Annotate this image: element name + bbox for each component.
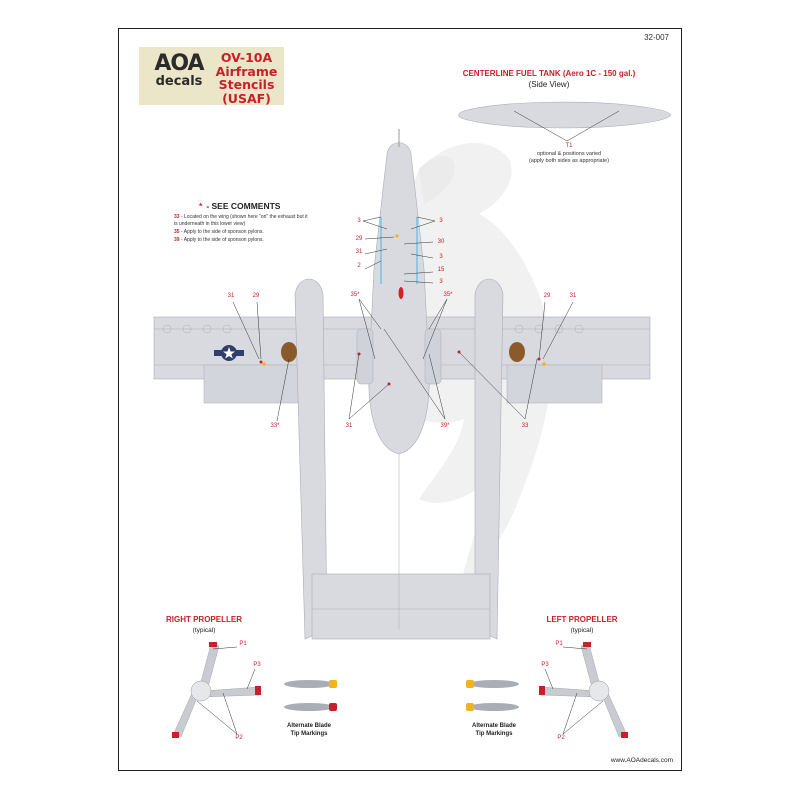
logo-decals: decals (155, 74, 203, 89)
fuel-tank-title: CENTERLINE FUEL TANK (Aero 1C - 150 gal.… (462, 69, 636, 78)
note-line: optional & positions varied (536, 151, 602, 157)
left-propeller-drawing (539, 642, 628, 738)
callout-bottom: 33 (521, 423, 529, 429)
left-propeller-typical: (typical) (570, 627, 594, 634)
fuel-tank-shape (458, 101, 672, 129)
comment-text: - Apply to the side of sponson pylons. (179, 229, 264, 235)
horse-mane-watermark (419, 156, 455, 204)
right-propeller-title: RIGHT PROPELLER (165, 615, 242, 624)
callout-left-p2: P2 (557, 735, 565, 741)
fuselage-shape (368, 142, 430, 455)
decal-sheet: AOA decals OV-10A Airframe Stencils (USA… (118, 28, 682, 771)
callout-pylon-right: 35* (443, 292, 453, 298)
website-url: www.AOAdecals.com (610, 757, 673, 764)
callout-right-p2: P2 (235, 735, 243, 741)
callout-fuselage-left: 2 (357, 263, 361, 269)
aoa-decals-logo: AOA decals OV-10A Airframe Stencils (USA… (139, 47, 284, 105)
callout-fuselage-left: 31 (355, 249, 363, 255)
alt-blade-right (284, 680, 337, 711)
right-propeller-typical: (typical) (192, 627, 216, 634)
alt-line: Tip Markings (475, 731, 513, 737)
comment-item: 39 - Apply to the side of sponson pylons… (174, 237, 309, 244)
comments-title: - SEE COMMENTS (206, 201, 281, 211)
usaf-star-insignia (214, 345, 244, 361)
callout-left-p1: P1 (555, 641, 563, 647)
callout-wing-right: 29 (543, 293, 551, 299)
note-line: (apply both sides as appropriate) (528, 158, 610, 164)
alt-blade-left (466, 680, 519, 711)
comment-text: - Apply to the side of sponson pylons. (179, 237, 264, 243)
alt-line: Alternate Blade (286, 723, 331, 729)
callout-left-p3: P3 (541, 662, 549, 668)
left-boom (294, 278, 328, 640)
callout-right-p3: P3 (253, 662, 261, 668)
title-line: (USAF) (222, 90, 271, 106)
sheet-number: 32-007 (644, 33, 669, 42)
callout-t1: T1 (565, 143, 573, 149)
fuel-tank-subtitle: (Side View) (528, 80, 570, 89)
right-propeller-drawing (172, 642, 261, 738)
callout-bottom: 39* (440, 423, 450, 429)
callout-fuselage-right: 3 (439, 254, 443, 260)
title-line: OV-10A (220, 50, 273, 65)
comment-text: - Located on the wing (shown here "on" t… (174, 214, 308, 227)
comment-num: 33 (174, 214, 180, 220)
callout-fuselage-left: 29 (355, 236, 363, 242)
asterisk-marker: * (199, 201, 203, 211)
callout-pylon-left: 35* (350, 292, 360, 298)
callout-bottom: 31 (345, 423, 353, 429)
logo-aoa: AOA (154, 51, 204, 76)
comment-num: 35 (174, 229, 180, 235)
alt-blade-label-right: Alternate Blade Tip Markings (264, 722, 354, 738)
left-propeller-title: LEFT PROPELLER (546, 615, 618, 624)
callout-wing-right: 31 (569, 293, 577, 299)
comments-heading: *- SEE COMMENTS (199, 201, 280, 211)
comment-item: 35 - Apply to the side of sponson pylons… (174, 229, 309, 236)
title-line: Airframe (215, 63, 278, 79)
callout-wing-left: 29 (252, 293, 260, 299)
callout-fuselage-right: 15 (437, 267, 445, 273)
comment-num: 39 (174, 237, 180, 243)
alt-line: Alternate Blade (471, 723, 516, 729)
callout-right-p1: P1 (239, 641, 247, 647)
comment-item: 33 - Located on the wing (shown here "on… (174, 214, 309, 227)
callout-wing-left: 31 (227, 293, 235, 299)
right-boom (474, 278, 504, 640)
callout-fuselage-right: 3 (439, 279, 443, 285)
alt-line: Tip Markings (290, 731, 328, 737)
callout-fuselage-right: 3 (439, 218, 443, 224)
aircraft-drawing (153, 101, 672, 738)
horizontal-stabilizer (311, 573, 491, 640)
fuel-tank-note: optional & positions varied (apply both … (499, 151, 639, 165)
sheet-title: OV-10A Airframe Stencils (USAF) (209, 51, 284, 105)
callout-fuselage-left: 3 (357, 218, 361, 224)
title-line: Stencils (218, 77, 275, 92)
callout-fuselage-right: 30 (437, 239, 445, 245)
alt-blade-label-left: Alternate Blade Tip Markings (449, 722, 539, 738)
callout-bottom: 33* (270, 423, 280, 429)
